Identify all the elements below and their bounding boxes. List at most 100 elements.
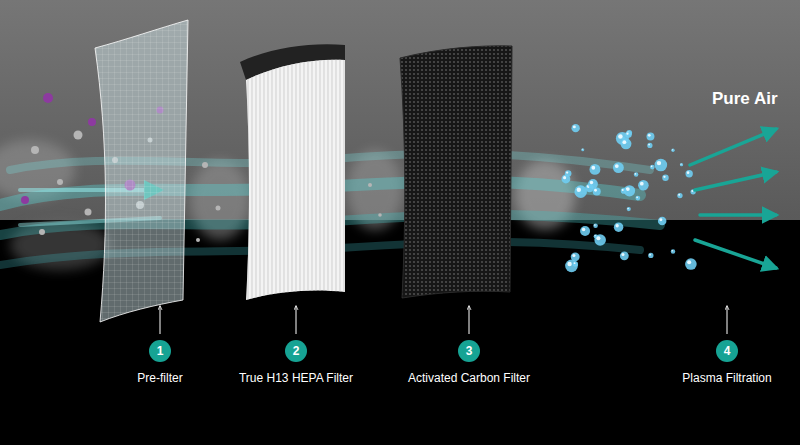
plasma-bubbles (594, 189, 597, 192)
hepa-pleats (288, 40, 289, 310)
pure-air-arrows (700, 213, 776, 217)
plasma-bubbles (589, 164, 600, 175)
purple-particles (88, 118, 96, 126)
plasma-bubbles (574, 262, 576, 264)
leader-arrows (727, 306, 728, 334)
filter-step: 4Plasma Filtration (676, 340, 778, 385)
plasma-bubbles (580, 226, 590, 236)
plasma-bubbles (662, 175, 669, 182)
plasma-bubbles (581, 148, 584, 151)
hepa-pleats (344, 40, 345, 310)
plasma-bubbles (648, 144, 650, 146)
plasma-bubbles (648, 253, 653, 258)
hepa-pleats (284, 40, 285, 310)
pure-air-arrows (695, 240, 776, 268)
purple-particles (21, 196, 29, 204)
plasma-bubbles (573, 261, 578, 266)
plasma-bubbles (580, 226, 590, 236)
plasma-bubbles (685, 258, 697, 270)
plasma-bubbles (671, 149, 674, 152)
leader-arrows (160, 306, 727, 334)
plasma-bubbles (588, 179, 598, 189)
hepa-pleats (248, 40, 249, 310)
plasma-bubbles (627, 207, 631, 211)
plasma-bubbles (563, 176, 566, 179)
gray-particles (202, 162, 208, 168)
pure-air-arrows (690, 129, 776, 165)
plasma-bubbles (614, 222, 623, 231)
plasma-bubbles (627, 207, 631, 211)
plasma-bubbles (680, 163, 683, 166)
plasma-bubbles (581, 148, 584, 151)
hepa-pleats (300, 40, 301, 310)
callout-number: 1 (149, 340, 171, 362)
hepa-pleats (340, 40, 341, 310)
plasma-bubbles (655, 159, 668, 172)
plasma-bubbles (573, 261, 578, 266)
purple-particles (43, 93, 53, 103)
gray-particles (74, 131, 83, 140)
pre-filter-sheet (95, 20, 188, 322)
plasma-bubbles (621, 253, 624, 256)
hepa-pleats (264, 40, 265, 310)
plasma-bubbles (573, 125, 576, 128)
plasma-bubbles (593, 224, 598, 229)
callout-number: 2 (285, 340, 307, 362)
plasma-bubbles (571, 124, 579, 132)
plasma-bubbles (620, 251, 629, 260)
plasma-bubbles (621, 138, 632, 149)
gray-particles (378, 213, 382, 217)
plasma-bubbles (685, 258, 697, 270)
gray-particles (196, 238, 200, 242)
plasma-bubbles (680, 164, 681, 165)
plasma-bubbles (613, 162, 624, 173)
plasma-bubbles (571, 124, 579, 132)
plasma-bubbles (657, 161, 661, 165)
plasma-bubbles (614, 222, 623, 231)
plasma-bubbles (651, 166, 653, 168)
plasma-bubbles (678, 194, 680, 196)
plasma-bubbles (622, 140, 626, 144)
plasma-bubbles (672, 149, 673, 150)
plasma-bubbles (565, 260, 578, 273)
plasma-bubbles (593, 224, 598, 229)
gray-particles (39, 229, 45, 235)
plasma-bubbles (582, 149, 583, 150)
plasma-bubbles (561, 175, 570, 184)
hepa-pleats (272, 40, 273, 310)
plasma-bubbles (658, 217, 667, 226)
hepa-pleats (316, 40, 317, 310)
plasma-bubbles (658, 217, 667, 226)
gray-particles (57, 179, 63, 185)
plasma-bubbles (572, 254, 575, 257)
step-name: Pre-filter (130, 371, 190, 385)
plasma-bubbles (647, 143, 652, 148)
hepa-pleats (328, 40, 329, 310)
step-name: Plasma Filtration (676, 371, 778, 385)
pure-air-arrows (690, 129, 776, 268)
plasma-bubbles (621, 138, 632, 149)
plasma-bubbles (588, 179, 598, 189)
carbon-filter (400, 46, 512, 298)
plasma-bubbles (594, 224, 596, 226)
plasma-bubbles (596, 236, 600, 240)
plasma-bubbles (649, 254, 651, 256)
plasma-bubbles (594, 234, 606, 246)
plasma-bubbles (655, 159, 668, 172)
gray-particles (85, 209, 92, 216)
plasma-bubbles (677, 193, 682, 198)
plasma-bubbles (567, 262, 571, 266)
plasma-bubbles (685, 170, 692, 177)
hepa-pleats (268, 40, 269, 310)
plasma-bubbles (638, 180, 649, 191)
filter-step: 3Activated Carbon Filter (402, 340, 537, 385)
plasma-bubbles (577, 188, 581, 192)
plasma-bubbles (561, 124, 696, 272)
plasma-bubbles (662, 175, 669, 182)
plasma-bubbles (647, 143, 652, 148)
plasma-bubbles (685, 170, 692, 177)
plasma-bubbles (574, 185, 587, 198)
gray-particles (216, 206, 221, 211)
plasma-bubbles (663, 176, 665, 178)
